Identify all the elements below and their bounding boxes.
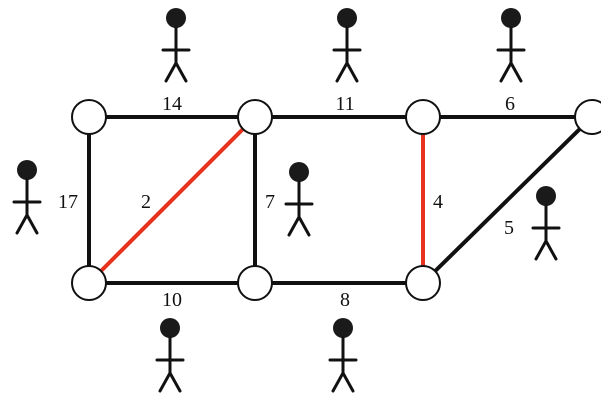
edge-weight-label: 5 <box>504 217 514 239</box>
person-icon <box>286 162 312 235</box>
edge-n4-n7 <box>423 117 592 283</box>
person-icon <box>533 186 559 259</box>
person-icon <box>498 8 524 81</box>
graph-node <box>406 266 440 300</box>
graph-node <box>406 100 440 134</box>
edges-layer <box>89 117 592 283</box>
graph-node <box>238 266 272 300</box>
person-icon <box>163 8 189 81</box>
edge-weight-label: 4 <box>433 191 443 213</box>
person-icon <box>14 160 40 233</box>
person-icon <box>157 318 183 391</box>
nodes-layer <box>72 100 601 300</box>
people-layer <box>14 8 559 391</box>
edge-weight-label: 2 <box>141 191 151 213</box>
edge-weight-label: 10 <box>162 289 182 311</box>
graph-node <box>238 100 272 134</box>
edge-weight-label: 8 <box>340 289 350 311</box>
edge-weight-label: 11 <box>335 93 354 115</box>
edge-weight-label: 6 <box>505 93 515 115</box>
person-icon <box>330 318 356 391</box>
graph-node <box>72 266 106 300</box>
edge-weight-label: 7 <box>265 191 275 213</box>
graph-node <box>72 100 106 134</box>
weights-layer: 14 11 6 17 2 7 4 5 10 8 <box>58 93 515 311</box>
person-icon <box>334 8 360 81</box>
edge-n2-n5-highlighted <box>89 117 255 283</box>
graph-node <box>575 100 601 134</box>
edge-weight-label: 14 <box>162 93 182 115</box>
edge-weight-label: 17 <box>58 191 78 213</box>
